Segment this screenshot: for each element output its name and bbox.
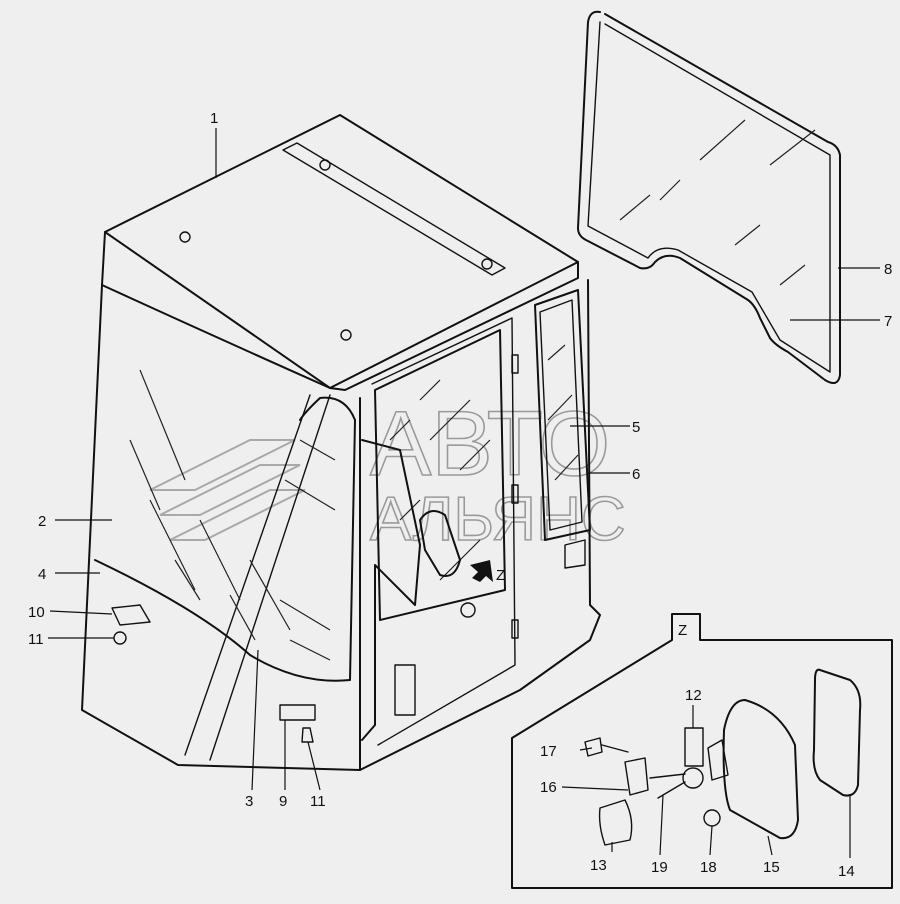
- cap-13: [598, 799, 633, 846]
- view-z-arrow-label: Z: [496, 567, 505, 584]
- front-glass-seal: [94, 396, 356, 682]
- grab-handle: [361, 439, 421, 741]
- roof-rail: [282, 142, 506, 276]
- side-bracket: [564, 539, 586, 569]
- cab-side-face: [359, 279, 601, 771]
- callout-4: 4: [38, 566, 46, 583]
- inset-view-z: Z: [511, 613, 893, 889]
- rear-glass-panel: [577, 10, 841, 385]
- leader-lines: [48, 128, 880, 858]
- watermark-text-line2: АЛЬЯНС: [370, 485, 626, 554]
- callout-3: 3: [245, 793, 253, 810]
- callout-5: 5: [632, 419, 640, 436]
- cab-body: Z: [81, 114, 601, 771]
- door-lock: [460, 602, 476, 618]
- door-window: [374, 329, 506, 621]
- ball-joint: [682, 767, 704, 789]
- watermark-text-line1: АВТО: [370, 393, 610, 495]
- callout-19: 19: [651, 859, 668, 876]
- callout-6: 6: [632, 466, 640, 483]
- callout-17: 17: [540, 743, 557, 760]
- roof-bolt: [319, 159, 331, 171]
- rear-glass-hatching: [619, 119, 816, 286]
- front-glass-hatching: [129, 369, 336, 661]
- callout-12: 12: [685, 687, 702, 704]
- callout-labels: 1 2 4 10 11 3 9 11 5 6 8 7 12 17 16 13 1…: [28, 110, 892, 880]
- side-window: [534, 289, 591, 541]
- callout-14: 14: [838, 863, 855, 880]
- rear-glass-seal-outer: [577, 10, 841, 385]
- callout-13: 13: [590, 857, 607, 874]
- bolt-11a: [113, 631, 127, 645]
- rear-glass-seal-inner: [587, 21, 831, 373]
- inset-view-label: Z: [678, 622, 687, 639]
- post-12: [684, 727, 704, 767]
- callout-1: 1: [210, 110, 218, 127]
- callout-11b: 11: [310, 793, 326, 810]
- watermark-logo-icon: [149, 439, 306, 541]
- door-frame: [371, 317, 516, 746]
- watermark: АВТО АЛЬЯНС: [149, 392, 626, 555]
- cab-roof: [104, 114, 579, 389]
- door-mirror: [419, 510, 461, 577]
- callout-10: 10: [28, 604, 45, 621]
- callout-11a: 11: [28, 631, 44, 648]
- bolt-11b: [301, 727, 314, 743]
- callout-16: 16: [540, 779, 557, 796]
- door-handle-recess: [394, 664, 416, 716]
- nut-18: [703, 809, 721, 827]
- mirror-housing-15: [722, 699, 799, 840]
- roof-edge-front: [101, 284, 331, 389]
- mirror-glass-14: [812, 668, 862, 797]
- callout-2: 2: [38, 513, 46, 530]
- bolt-17: [584, 737, 603, 757]
- callout-9: 9: [279, 793, 287, 810]
- roof-edge-side: [329, 261, 579, 391]
- callout-18: 18: [700, 859, 717, 876]
- callout-15: 15: [763, 859, 780, 876]
- bracket-10: [111, 604, 151, 626]
- cab-front-face: [81, 284, 361, 771]
- bracket-16: [624, 757, 649, 796]
- view-z-arrow-icon: [470, 560, 493, 582]
- pin-19: [657, 781, 686, 799]
- clip-9: [279, 704, 316, 721]
- callout-7: 7: [884, 313, 892, 330]
- inset-frame: [511, 613, 893, 889]
- callout-8: 8: [884, 261, 892, 278]
